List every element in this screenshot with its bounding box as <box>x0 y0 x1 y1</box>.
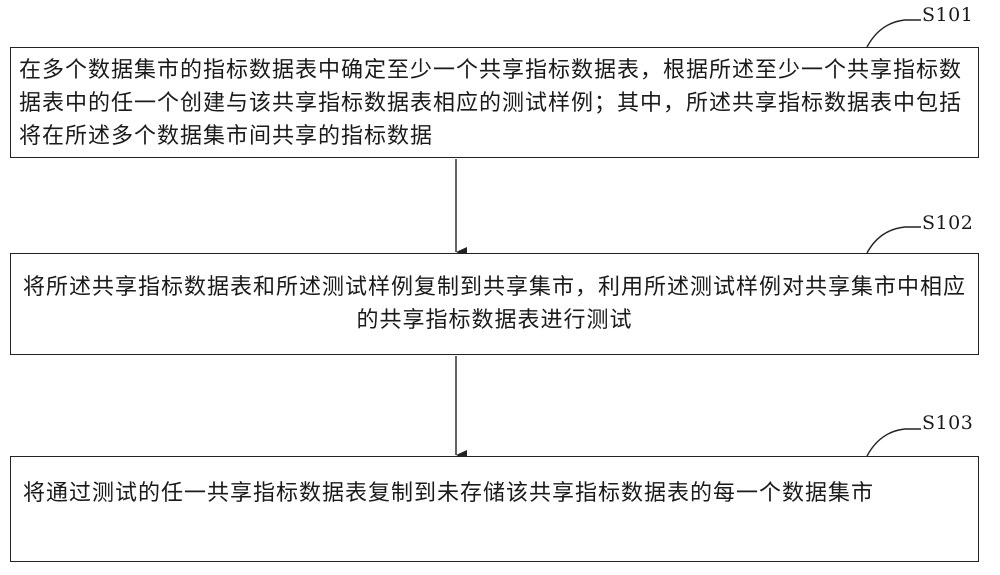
leader-curve-s103 <box>867 429 921 456</box>
step-box-s101: 在多个数据集市的指标数据表中确定至少一个共享指标数据表，根据所述至少一个共享指标… <box>10 47 979 158</box>
step-text-s101: 在多个数据集市的指标数据表中确定至少一个共享指标数据表，根据所述至少一个共享指标… <box>11 48 978 153</box>
step-box-s102: 将所述共享指标数据表和所述测试样例复制到共享集市，利用所述测试样例对共享集市中相… <box>10 253 979 355</box>
step-label-s101: S101 <box>922 4 973 26</box>
step-text-s103: 将通过测试的任一共享指标数据表复制到未存储该共享指标数据表的每一个数据集市 <box>11 457 978 510</box>
step-label-s102: S102 <box>922 212 973 234</box>
step-box-s103: 将通过测试的任一共享指标数据表复制到未存储该共享指标数据表的每一个数据集市 <box>10 456 979 562</box>
step-label-s103: S103 <box>922 412 973 434</box>
leader-curve-s101 <box>867 20 921 47</box>
step-text-s102: 将所述共享指标数据表和所述测试样例复制到共享集市，利用所述测试样例对共享集市中相… <box>11 254 978 337</box>
leader-curve-s102 <box>867 227 921 253</box>
